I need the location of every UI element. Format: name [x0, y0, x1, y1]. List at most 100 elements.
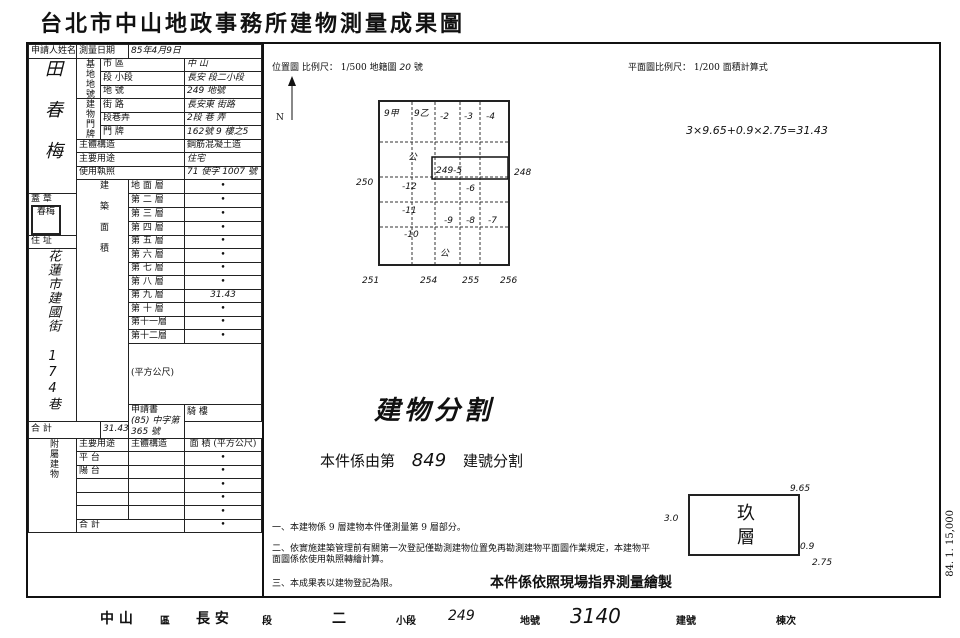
plan-lot-13: -8 [466, 216, 475, 226]
bottom-subsection: 二 [332, 611, 346, 627]
floor-10: 第 十 層 [128, 302, 186, 317]
seal-label: 蓋 章 [31, 193, 52, 204]
area-formula: 3×9.65+0.9×2.75=31.43 [686, 124, 828, 137]
bottom-lot: 249 [448, 608, 475, 624]
application-label: 申請書 [131, 404, 159, 415]
floor-7: 第 七 層 [128, 261, 186, 276]
bottom-lot-unit: 地號 [520, 616, 540, 627]
license-label: 使用執照 [75, 165, 186, 180]
plan-lot-9: -6 [466, 184, 475, 194]
structure-label: 主體構造 [75, 138, 186, 153]
bottom-district-unit: 區 [160, 616, 170, 627]
floor-1: 地 面 層 [128, 179, 186, 194]
floor-4-value: • [184, 220, 263, 236]
neighbor-251: 251 [362, 276, 380, 286]
neighbor-256: 256 [500, 276, 518, 286]
elev-top: 9.65 [790, 484, 811, 494]
document-frame [26, 42, 941, 598]
plan-lot-11: -10 [404, 230, 419, 240]
city-value: 中 山 [184, 57, 263, 72]
floor-10-value: • [184, 302, 263, 317]
cadastral-no: 20 [399, 63, 411, 73]
base-label: 基地地號 [76, 57, 101, 99]
plan-lot-15: 公 [440, 249, 450, 259]
floor-8: 第 八 層 [128, 275, 186, 290]
area-calc-label: 面積計算式 [722, 63, 768, 73]
annex-row-2: 陽 台 [75, 464, 130, 479]
plan-lot-5: -4 [486, 112, 495, 122]
location-plan: 9甲 9乙 -2 -3 -4 公 249-5 -12 -6 -11 -10 -9… [378, 100, 510, 266]
north-arrow: N [276, 76, 297, 123]
case-text: 本件係由第 849 建號分割 [320, 450, 523, 471]
location-label: 位置圖 [272, 63, 300, 73]
bottom-district: 中 山 [100, 611, 133, 627]
big-caption: 建物分割 [374, 396, 495, 426]
use-value: 住宅 [184, 152, 263, 167]
note-1: 一、本建物係 9 層建物本件僅測量第 9 層部分。 [272, 523, 466, 533]
note-2: 二、依實施建築管理前有關第一次登記僅勘測建物位置免再勘測建物平面圖作業規定，本建… [272, 544, 651, 565]
area-unit: (平方公尺) [128, 342, 263, 405]
seal-stamp: 春梅 [31, 204, 61, 234]
case-text-b: 建號分割 [462, 452, 523, 470]
total-label: 合 計 [28, 420, 101, 439]
street-label: 街 路 [99, 98, 186, 113]
floor-5-value: • [184, 234, 263, 249]
annex-use-label: 主要用途 [75, 437, 130, 452]
plan-lot-10: -11 [402, 206, 417, 216]
structure-value: 鋼筋混凝土造 [184, 138, 263, 153]
address-label: 住 址 [28, 234, 77, 249]
building-info-table: 申請人姓名 測量日期 85年4月9日 田 春 梅 基地地號 市 區 中 山 段 … [28, 44, 263, 533]
cadastral-unit: 號 [413, 63, 423, 73]
number-value: 162號 9 樓之5 [184, 125, 263, 140]
side-print: 84. 1. 15,000 [945, 510, 956, 577]
cadastral-label: 地籍圖 [369, 63, 397, 73]
plan-scale-value: 1/200 [693, 63, 720, 73]
arcade-label: 騎 樓 [184, 403, 263, 422]
lane-label: 段巷弄 [99, 111, 186, 126]
north-label: N [276, 113, 284, 123]
floor-1-value: • [184, 179, 263, 194]
column-divider [262, 42, 264, 598]
bottom-building-unit: 建號 [676, 616, 696, 627]
elev-text: 玖 層 [737, 503, 755, 548]
plan-header: 平面圖比例尺： 1/200 面積計算式 [628, 60, 768, 73]
annex-total-value: • [184, 518, 263, 533]
application-cell: 申請書 (85) 中字第 365 號 [128, 403, 186, 439]
annex-value-4: • [184, 491, 263, 506]
scale-label: 比例尺： [301, 63, 338, 73]
floor-7-value: • [184, 261, 263, 276]
plan-lot-8: -12 [402, 182, 417, 192]
annex-value-1: • [184, 451, 263, 466]
floor-8-value: • [184, 275, 263, 290]
north-arrow-icon [287, 76, 296, 120]
lot-label: 地 號 [99, 84, 186, 99]
floor-11-value: • [184, 315, 263, 330]
section-label: 段 小段 [99, 71, 186, 86]
license-value: 71 使字 1007 號 [184, 165, 263, 180]
application-no: (85) 中字第 365 號 [131, 415, 180, 437]
floor-12: 第十二層 [128, 329, 186, 344]
bottom-section-unit: 段 [262, 616, 272, 627]
neighbor-255: 255 [462, 276, 480, 286]
plan-lot-6: 公 [408, 153, 418, 163]
floor-12-value: • [184, 329, 263, 344]
floor-3: 第 三 層 [128, 206, 186, 222]
address-value: 花蓮市建國街 174巷 1弄 3之2號 [28, 248, 77, 422]
plan-scale-label: 平面圖比例尺： [628, 63, 692, 73]
annex-value-3: • [184, 478, 263, 493]
case-text-no: 849 [411, 450, 447, 471]
annex-value-5: • [184, 505, 263, 520]
city-label: 市 區 [99, 57, 186, 72]
neighbor-250: 250 [356, 178, 374, 188]
floor-4: 第 四 層 [128, 220, 186, 236]
plan-lot-3: -2 [440, 112, 449, 122]
scale-value: 1/500 [340, 63, 367, 73]
floor-6-value: • [184, 248, 263, 263]
area-label: 建 築 面 積 [75, 179, 130, 422]
plan-lot-4: -3 [464, 112, 473, 122]
elevation-plan: 玖 層 [688, 494, 800, 556]
plan-grid [380, 102, 508, 264]
survey-date-label: 測量日期 [75, 44, 130, 59]
bottom-subsection-unit: 小段 [396, 616, 416, 627]
plan-lot-12: -9 [444, 216, 453, 226]
